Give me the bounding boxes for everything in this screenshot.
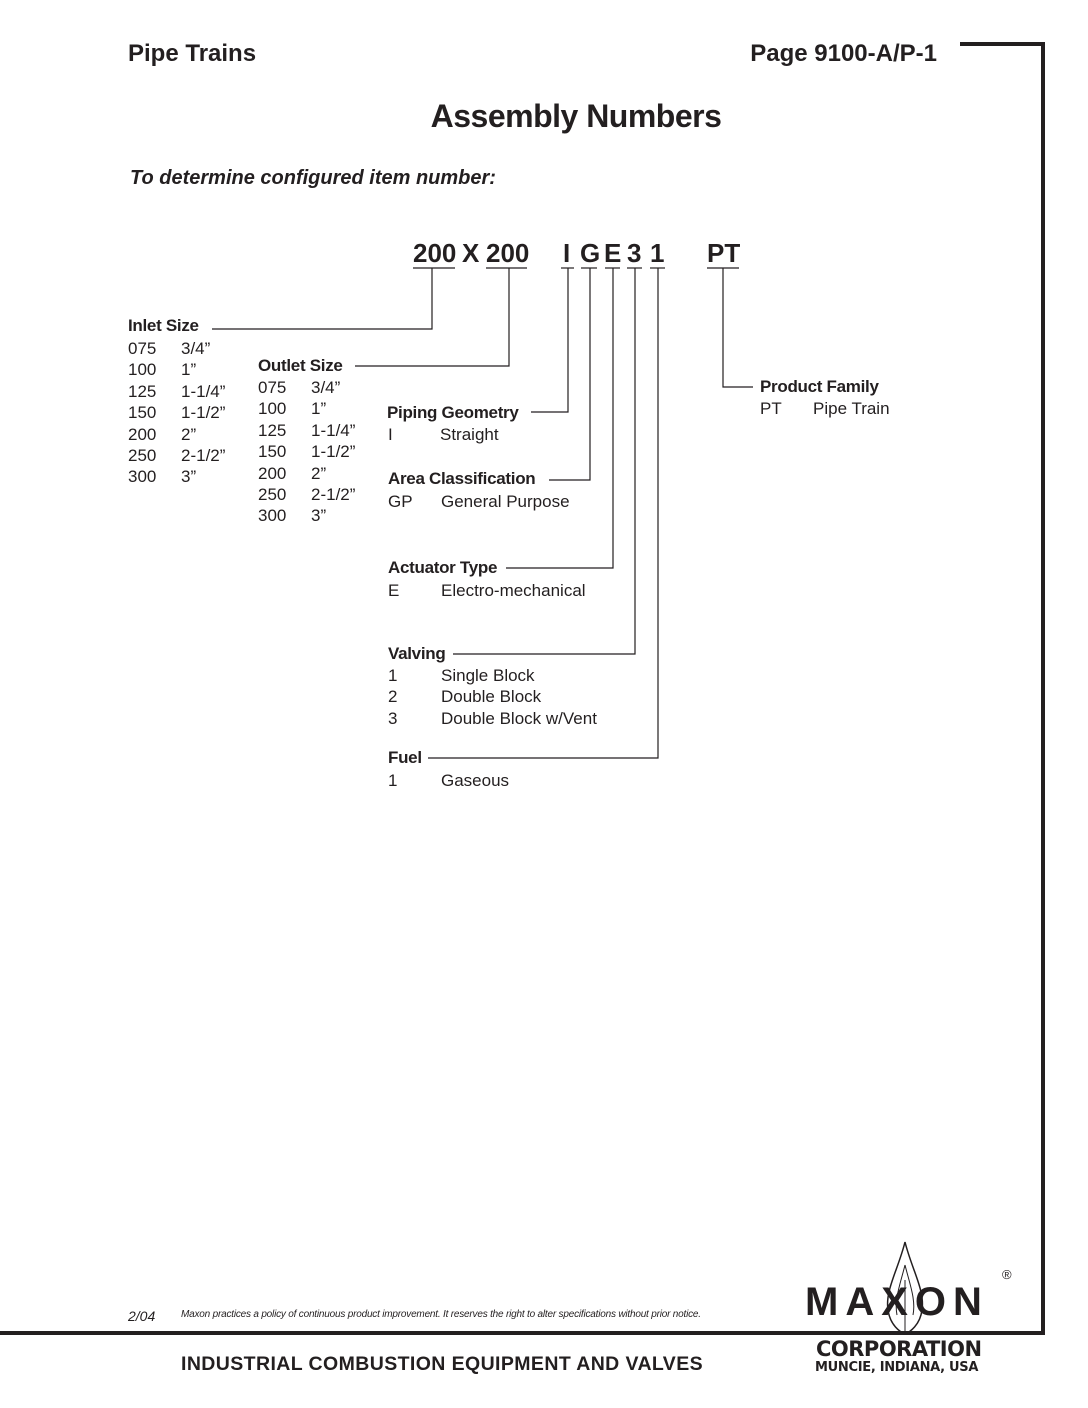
revision-date: 2/04 — [128, 1308, 156, 1324]
outlet-size: 1” — [311, 399, 327, 419]
code-outlet: 200 — [486, 238, 530, 268]
fuel-label: Fuel — [388, 748, 422, 767]
actuator-desc: Electro-mechanical — [441, 581, 586, 600]
page-number: Page 9100-A/P-1 — [750, 40, 937, 67]
inlet-code: 100 — [128, 360, 157, 380]
subtitle: To determine configured item number: — [130, 167, 496, 189]
section-title: Pipe Trains — [128, 40, 257, 67]
leader-fuel — [428, 268, 659, 759]
valving-desc: Double Block — [441, 687, 542, 707]
page-title: Assembly Numbers — [430, 98, 722, 134]
outlet-size: 1-1/2” — [311, 442, 356, 462]
inlet-size: 2-1/2” — [181, 446, 226, 465]
outlet-code: 300 — [258, 506, 287, 526]
area-classification-label: Area Classification — [388, 469, 536, 488]
inlet-size: 1-1/2” — [181, 403, 226, 423]
page-border — [0, 42, 1045, 1335]
actuator-code: E — [388, 581, 400, 600]
family-desc: Pipe Train — [813, 399, 890, 418]
inlet-size: 3/4” — [181, 339, 211, 358]
outlet-size-label: Outlet Size — [258, 356, 343, 375]
inlet-size: 1-1/4” — [181, 381, 226, 401]
outlet-code: 075 — [258, 378, 287, 397]
piping-geometry-label: Piping Geometry — [387, 403, 519, 422]
inlet-code: 125 — [128, 381, 157, 401]
valving-desc: Single Block — [441, 666, 535, 685]
tagline: INDUSTRIAL COMBUSTION EQUIPMENT AND VALV… — [181, 1353, 704, 1375]
code-fuel: 1 — [650, 238, 665, 268]
leader-actuator — [506, 268, 614, 569]
code-actuator: E — [604, 238, 622, 268]
logo-location: MUNCIE, INDIANA, USA — [815, 1360, 979, 1375]
valving-code: 2 — [388, 687, 398, 707]
outlet-code: 125 — [258, 420, 287, 440]
inlet-code: 075 — [128, 339, 157, 358]
outlet-code: 200 — [258, 463, 287, 483]
code-area: G — [580, 238, 601, 268]
outlet-size: 3” — [311, 506, 327, 526]
valving-code: 3 — [388, 708, 398, 728]
valving-code: 1 — [388, 666, 398, 685]
fuel-desc: Gaseous — [441, 771, 510, 790]
inlet-code: 250 — [128, 446, 157, 465]
disclaimer: Maxon practices a policy of continuous p… — [181, 1309, 701, 1320]
leader-valving — [453, 268, 636, 655]
inlet-size: 1” — [181, 360, 197, 380]
logo-corporation: CORPORATION — [816, 1337, 982, 1361]
inlet-code: 300 — [128, 467, 157, 487]
valving-desc: Double Block w/Vent — [441, 708, 597, 728]
area-code: GP — [388, 492, 413, 511]
outlet-size: 2” — [311, 463, 327, 483]
code-inlet: 200 — [413, 238, 457, 268]
outlet-code: 100 — [258, 399, 287, 419]
flame-icon — [886, 1241, 924, 1335]
area-desc: General Purpose — [441, 492, 570, 511]
inlet-code: 150 — [128, 403, 157, 423]
registered-mark: ® — [1002, 1267, 1012, 1282]
geometry-desc: Straight — [440, 425, 499, 444]
valving-label: Valving — [388, 644, 446, 663]
outlet-size: 3/4” — [311, 378, 341, 397]
code-valving: 3 — [627, 238, 642, 268]
fuel-code: 1 — [388, 771, 398, 790]
geometry-code: I — [388, 425, 393, 444]
inlet-size: 2” — [181, 424, 197, 444]
outlet-code: 250 — [258, 485, 287, 504]
code-x: X — [462, 238, 480, 268]
leader-outlet — [355, 268, 510, 367]
leader-geometry — [531, 268, 569, 413]
logo-name: MAXON — [805, 1280, 989, 1324]
family-code: PT — [760, 399, 782, 418]
inlet-size: 3” — [181, 467, 197, 487]
leader-area — [549, 268, 591, 481]
outlet-size: 1-1/4” — [311, 420, 356, 440]
inlet-code: 200 — [128, 424, 157, 444]
actuator-type-label: Actuator Type — [388, 558, 498, 577]
leader-family — [722, 268, 753, 388]
code-family: PT — [707, 238, 741, 268]
inlet-size-label: Inlet Size — [128, 316, 199, 335]
product-family-label: Product Family — [760, 377, 879, 396]
code-geometry: I — [563, 238, 571, 268]
leader-inlet — [212, 268, 433, 330]
outlet-code: 150 — [258, 442, 287, 462]
outlet-size: 2-1/2” — [311, 485, 356, 504]
